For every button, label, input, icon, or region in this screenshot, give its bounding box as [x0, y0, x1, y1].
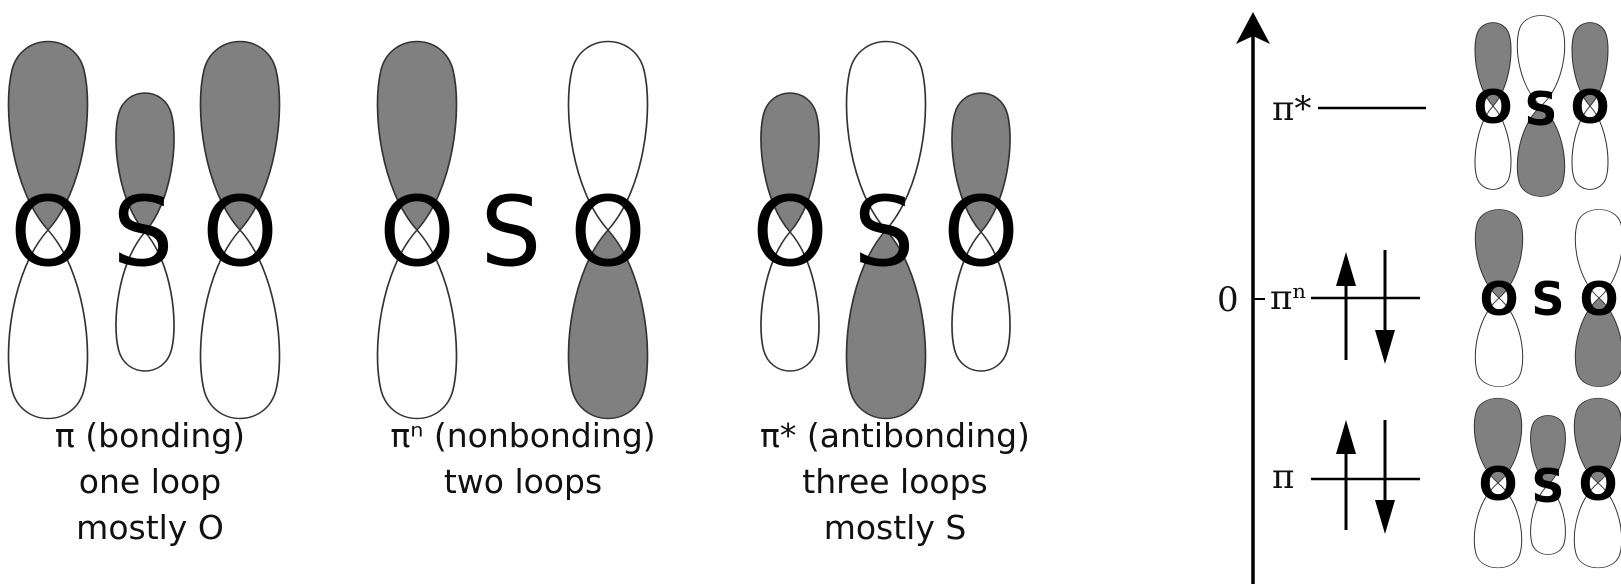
energy-level-bonding: π [1272, 420, 1420, 534]
mini-orbital-nonbonding: O S O [1475, 209, 1621, 386]
caption-line: mostly O [76, 508, 224, 547]
energy-level-nonbonding: πⁿ [1270, 250, 1420, 364]
atom-label-oxygen: O [1478, 457, 1517, 511]
atom-label-oxygen: O [1570, 80, 1609, 134]
caption-line: three loops [802, 462, 987, 501]
electron-spin-up [1336, 252, 1356, 360]
energy-level-diagram: 0 π* πⁿ π [1217, 12, 1621, 584]
mini-orbital-antibonding: O S O [1473, 16, 1609, 197]
mini-orbital-bonding: O S O [1474, 398, 1621, 568]
atom-label-oxygen: O [202, 176, 278, 288]
caption-line: π (bonding) [55, 416, 245, 455]
electron-spin-down [1375, 420, 1395, 534]
caption-line: two loops [444, 462, 602, 501]
atom-label-sulfur: S [113, 176, 174, 288]
atom-label-sulfur: S [481, 176, 542, 288]
atom-label-oxygen: O [1473, 80, 1512, 134]
atom-label-oxygen: O [379, 176, 455, 288]
electron-spin-down [1375, 250, 1395, 364]
atom-label-sulfur: S [1524, 82, 1557, 136]
caption-line: mostly S [824, 508, 967, 547]
atom-label-oxygen: O [1578, 457, 1617, 511]
axis-zero-label: 0 [1217, 280, 1239, 320]
atom-label-oxygen: O [752, 176, 828, 288]
electron-spin-up [1336, 420, 1356, 530]
level-label: π* [1272, 89, 1311, 129]
level-label: π [1272, 457, 1294, 497]
atom-label-oxygen: O [1579, 272, 1618, 326]
energy-level-antibonding: π* [1272, 89, 1426, 129]
orbital-antibonding: O S O π* (antibonding) three loops mostl… [752, 42, 1030, 548]
atom-label-oxygen: O [570, 176, 646, 288]
atom-label-sulfur: S [854, 176, 915, 288]
orbital-nonbonding: O S O πⁿ (nonbonding) two loops [378, 42, 656, 502]
caption-line: π* (antibonding) [760, 416, 1030, 455]
caption-line: πⁿ (nonbonding) [390, 416, 655, 455]
atom-label-sulfur: S [1531, 459, 1564, 513]
orbital-bonding: O S O π (bonding) one loop mostly O [9, 42, 280, 548]
atom-label-sulfur: S [1531, 272, 1564, 326]
caption-line: one loop [79, 462, 221, 501]
atom-label-oxygen: O [10, 176, 86, 288]
level-label: πⁿ [1270, 278, 1307, 318]
atom-label-oxygen: O [1479, 272, 1518, 326]
atom-label-oxygen: O [943, 176, 1019, 288]
